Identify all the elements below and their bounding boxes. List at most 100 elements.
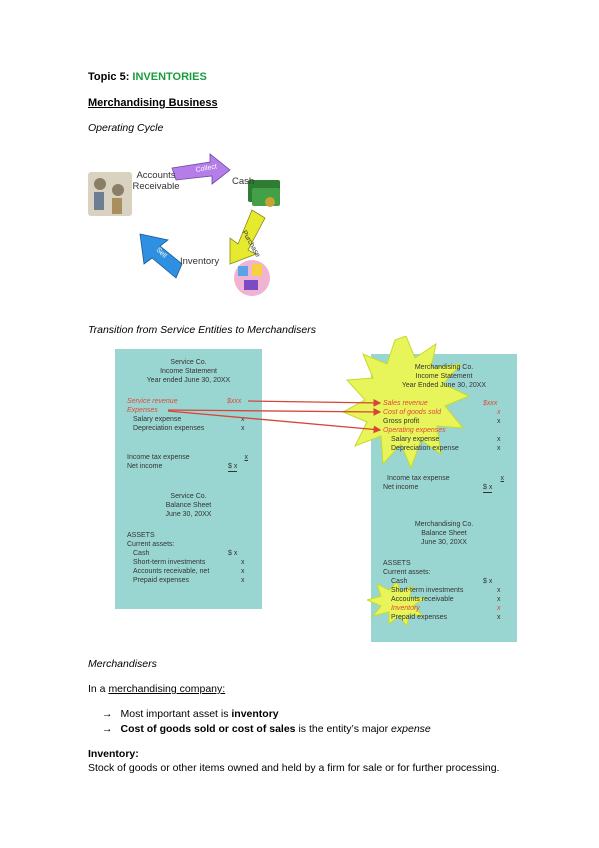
transition-title: Transition from Service Entities to Merc… <box>88 324 316 336</box>
merch-depreciation-label: Depreciation expense <box>391 445 459 452</box>
bullet-2-text: is the entity’s major <box>295 722 392 735</box>
merch-cogs-value: x <box>497 409 501 416</box>
accounts-receivable-label: Accounts Receivable <box>132 170 180 192</box>
service-revenue-label: Service revenue <box>127 398 178 405</box>
service-sti-value: x <box>241 559 245 566</box>
merch-sti-value: x <box>497 587 501 594</box>
service-ar-value: x <box>241 568 245 575</box>
collect-arrow <box>171 153 231 185</box>
arrow-icon: → <box>102 707 113 720</box>
expense-to-cogs-arrow <box>167 408 382 416</box>
cash-clipart <box>248 180 280 207</box>
merch-cash-value: $ x <box>483 578 493 585</box>
merch-gross-profit-value: x <box>497 418 501 425</box>
merch-net-income-label: Net income <box>383 484 419 491</box>
bullet-1-bold: inventory <box>231 707 279 720</box>
merch-current-assets-label: Current assets: <box>383 569 431 576</box>
topic-prefix: Topic 5: <box>88 71 130 83</box>
merch-inventory-value: x <box>497 605 501 612</box>
merch-inventory-label: Inventory <box>391 605 420 612</box>
merch-ar-label: Accounts receivable <box>391 596 454 603</box>
service-bs-title-2: Balance Sheet <box>165 502 212 509</box>
service-depreciation-value: x <box>241 425 245 432</box>
merch-net-income-value: $ x <box>483 484 493 493</box>
merch-depreciation-value: x <box>497 445 501 452</box>
income-statement-starburst <box>341 336 471 470</box>
service-salary-label: Salary expense <box>133 416 182 423</box>
merchandising-company-term: merchandising company: <box>108 683 226 695</box>
merch-cogs-label: Cost of goods sold <box>383 409 441 416</box>
merch-assets-label: ASSETS <box>383 560 411 567</box>
topic-heading: Topic 5: INVENTORIES <box>88 71 207 83</box>
merch-salary-label: Salary expense <box>391 436 440 443</box>
service-assets-label: ASSETS <box>127 532 155 539</box>
merch-cash-label: Cash <box>391 578 408 585</box>
service-revenue-value: $xxx <box>227 398 242 405</box>
service-ar-label: Accounts receivable, net <box>133 568 210 575</box>
merch-op-expenses-label: Operating expenses <box>383 427 446 434</box>
merch-title-3: Year Ended June 30, 20XX <box>401 382 487 389</box>
collect-arrow-label: Collect <box>195 163 217 174</box>
service-salary-value: x <box>241 416 245 423</box>
merch-prepaid-label: Prepaid expenses <box>391 614 448 621</box>
merch-ar-value: x <box>497 596 501 603</box>
merch-bs-title-3: June 30, 20XX <box>421 539 467 546</box>
accounts-receivable-clipart <box>88 172 132 216</box>
bullet-2-bold: Cost of goods sold or cost of sales <box>120 722 296 735</box>
merch-title-1: Merchandising Co. <box>414 364 474 371</box>
bullet-cogs: → Cost of goods sold or cost of sales is… <box>102 721 431 736</box>
service-panel: Service Co. Income Statement Year ended … <box>115 349 262 609</box>
service-sti-label: Short-term investments <box>133 559 206 566</box>
sell-arrow <box>139 233 183 279</box>
merch-bs-title-1: Merchandising Co. <box>414 521 474 528</box>
merch-title-2: Income Statement <box>415 373 473 380</box>
service-expenses-label: Expenses <box>127 407 158 414</box>
service-cash-label: Cash <box>133 550 150 557</box>
merch-income-tax-value: x <box>500 475 505 482</box>
merch-salary-value: x <box>497 436 501 443</box>
cycle-title: Operating Cycle <box>88 122 164 134</box>
cash-label: Cash <box>232 176 255 187</box>
bullet-1-text: Most important asset is <box>120 707 232 720</box>
merch-income-tax-label: Income tax expense <box>387 475 450 482</box>
service-net-income-label: Net income <box>127 463 163 470</box>
service-title-1: Service Co. <box>170 359 207 366</box>
inventory-label: Inventory <box>180 256 220 267</box>
bullet-2-italic: expense <box>391 722 431 735</box>
merch-sti-label: Short-term investments <box>391 587 464 594</box>
merch-sales-revenue-label: Sales revenue <box>383 400 428 407</box>
operating-cycle-diagram: Collect Purchase Sell <box>88 153 280 296</box>
purchase-arrow <box>229 209 266 265</box>
expense-to-opex-arrow <box>167 410 382 434</box>
service-bs-title-1: Service Co. <box>170 493 207 500</box>
service-title-2: Income Statement <box>160 368 217 375</box>
service-prepaid-value: x <box>241 577 245 584</box>
section-title: Merchandising Business <box>88 97 218 109</box>
service-income-tax-value: x <box>244 454 249 461</box>
merch-bs-title-2: Balance Sheet <box>421 530 467 537</box>
service-title-3: Year ended June 30, 20XX <box>146 377 231 384</box>
revenue-arrow <box>247 399 382 407</box>
inventory-clipart <box>234 260 270 296</box>
service-bs-title-3: June 30, 20XX <box>165 511 212 518</box>
inventory-definition: Stock of goods or other items owned and … <box>88 762 500 774</box>
merchandising-company-intro: In a merchandising company: <box>88 683 225 695</box>
merch-gross-profit-label: Gross profit <box>383 418 420 425</box>
merchandisers-heading: Merchandisers <box>88 658 157 670</box>
merch-sales-revenue-value: $xxx <box>483 400 498 407</box>
topic-name: INVENTORIES <box>132 71 207 83</box>
service-depreciation-label: Depreciation expenses <box>133 425 205 432</box>
arrow-icon: → <box>102 722 113 735</box>
service-prepaid-label: Prepaid expenses <box>133 577 190 584</box>
service-net-income-value: $ x <box>228 463 238 472</box>
inventory-heading: Inventory: <box>88 748 139 760</box>
merch-panel: Merchandising Co. Income Statement Year … <box>341 336 517 642</box>
bullet-list: → Most important asset is inventory → Co… <box>102 706 431 736</box>
service-current-assets-label: Current assets: <box>127 541 175 548</box>
inventory-starburst <box>367 582 427 626</box>
bullet-inventory: → Most important asset is inventory <box>102 706 431 721</box>
service-cash-value: $ x <box>228 550 238 557</box>
intro-prefix: In a <box>88 683 109 695</box>
service-income-tax-label: Income tax expense <box>127 454 190 461</box>
